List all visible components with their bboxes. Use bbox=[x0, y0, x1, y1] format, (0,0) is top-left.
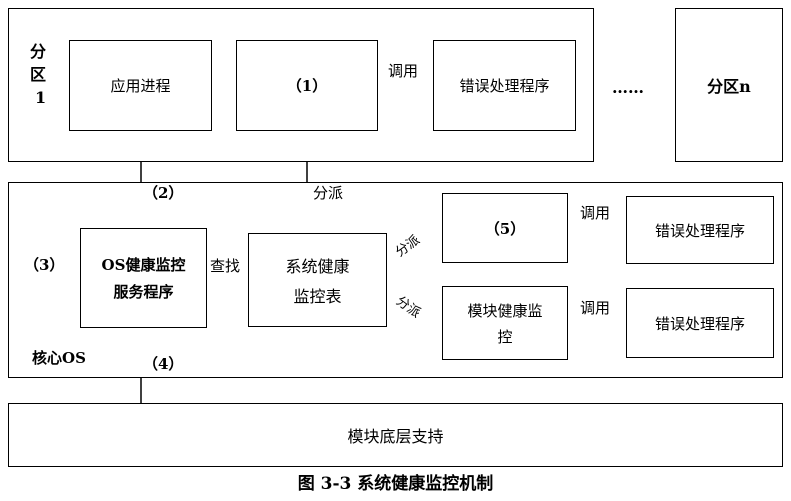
partition-1-label-line3: 1 bbox=[35, 88, 47, 107]
module-health-monitor-line1: 模块健康监 bbox=[467, 301, 543, 320]
error-handler-core-1-label: 错误处理程序 bbox=[654, 221, 745, 240]
app-process-label: 应用进程 bbox=[110, 77, 171, 95]
arrow-label-4: （4） bbox=[143, 355, 184, 373]
box-5: （5） bbox=[442, 193, 568, 263]
partition-n-box: 分区n bbox=[675, 8, 783, 162]
module-health-monitor-box: 模块健康监 控 bbox=[442, 286, 568, 360]
system-health-table-line2: 监控表 bbox=[293, 287, 342, 306]
error-handler-core-1: 错误处理程序 bbox=[626, 196, 774, 264]
os-health-monitor-line2: 服务程序 bbox=[113, 283, 174, 301]
arrow-label-3: （3） bbox=[24, 256, 65, 274]
system-health-table-line1: 系统健康 bbox=[285, 257, 350, 276]
error-handler-core-2: 错误处理程序 bbox=[626, 288, 774, 358]
arrow-label-2: （2） bbox=[143, 184, 184, 202]
module-support-label: 模块底层支持 bbox=[347, 427, 444, 446]
box-1-label: （1） bbox=[286, 77, 328, 95]
partition-1-label-line1: 分 bbox=[30, 42, 47, 61]
module-health-monitor-line2: 控 bbox=[497, 327, 513, 346]
dispatch-up-label: 分派 bbox=[313, 184, 344, 202]
box-5-label: （5） bbox=[484, 219, 526, 238]
module-support-box: 模块底层支持 bbox=[8, 403, 783, 467]
lookup-label: 查找 bbox=[210, 257, 241, 275]
os-health-monitor-box: OS健康监控 服务程序 bbox=[80, 228, 207, 328]
app-process-box: 应用进程 bbox=[69, 40, 212, 131]
error-handler-core-2-label: 错误处理程序 bbox=[654, 314, 745, 333]
call-label-core-1: 调用 bbox=[580, 204, 611, 222]
partition-1-label-line2: 区 bbox=[30, 65, 47, 84]
partition-n-label: 分区n bbox=[707, 77, 751, 96]
box-1: （1） bbox=[236, 40, 378, 131]
system-health-table-box: 系统健康 监控表 bbox=[248, 233, 387, 327]
os-health-monitor-line1: OS健康监控 bbox=[101, 256, 186, 274]
figure-caption: 图 3-3 系统健康监控机制 bbox=[297, 474, 494, 494]
core-os-label: 核心OS bbox=[32, 349, 86, 367]
call-label-core-2: 调用 bbox=[580, 299, 611, 317]
call-label-partition1: 调用 bbox=[388, 62, 419, 80]
error-handler-partition1: 错误处理程序 bbox=[433, 40, 576, 131]
ellipsis: …… bbox=[612, 78, 644, 97]
error-handler-partition1-label: 错误处理程序 bbox=[459, 77, 550, 95]
